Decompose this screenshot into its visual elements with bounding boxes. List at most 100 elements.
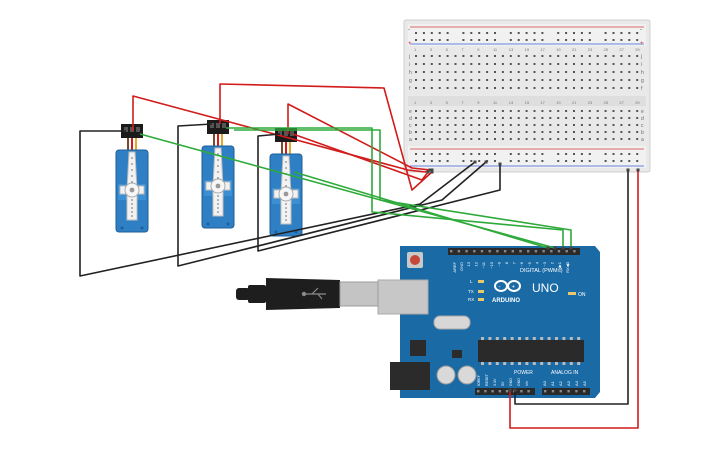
rail-hole[interactable]: [557, 160, 560, 162]
breadboard-hole[interactable]: [430, 71, 433, 73]
breadboard-hole[interactable]: [557, 55, 560, 57]
breadboard-hole[interactable]: [636, 138, 639, 140]
header-hole[interactable]: [573, 250, 576, 253]
breadboard-hole[interactable]: [549, 87, 552, 89]
rail-hole[interactable]: [422, 39, 425, 41]
rail-hole[interactable]: [438, 39, 441, 41]
breadboard-hole[interactable]: [573, 79, 575, 81]
wire-endpoint[interactable]: [473, 160, 477, 164]
breadboard-hole[interactable]: [620, 71, 623, 73]
breadboard-hole[interactable]: [549, 138, 552, 140]
breadboard-hole[interactable]: [565, 117, 568, 119]
breadboard-hole[interactable]: [470, 63, 473, 65]
wire-endpoint[interactable]: [546, 246, 550, 250]
breadboard-hole[interactable]: [628, 55, 631, 57]
breadboard-hole[interactable]: [612, 79, 615, 81]
breadboard-hole[interactable]: [573, 124, 575, 126]
breadboard-hole[interactable]: [533, 138, 536, 140]
breadboard-hole[interactable]: [612, 87, 615, 89]
breadboard-hole[interactable]: [565, 110, 568, 112]
analog-header[interactable]: [542, 388, 590, 395]
breadboard-hole[interactable]: [580, 131, 583, 133]
rail-hole[interactable]: [430, 153, 433, 155]
breadboard-hole[interactable]: [573, 110, 575, 112]
breadboard-hole[interactable]: [494, 79, 496, 81]
breadboard-hole[interactable]: [541, 71, 544, 73]
breadboard-hole[interactable]: [580, 87, 583, 89]
breadboard-hole[interactable]: [430, 124, 433, 126]
header-hole[interactable]: [551, 390, 555, 393]
breadboard-hole[interactable]: [501, 79, 504, 81]
breadboard-hole[interactable]: [430, 87, 433, 89]
breadboard-hole[interactable]: [454, 63, 457, 65]
breadboard-hole[interactable]: [541, 110, 544, 112]
breadboard-hole[interactable]: [596, 117, 599, 119]
breadboard-hole[interactable]: [494, 131, 496, 133]
breadboard-hole[interactable]: [415, 79, 417, 81]
breadboard-hole[interactable]: [612, 117, 615, 119]
rail-hole[interactable]: [580, 39, 583, 41]
breadboard-hole[interactable]: [454, 79, 457, 81]
rail-hole[interactable]: [438, 160, 441, 162]
breadboard-hole[interactable]: [494, 71, 496, 73]
rail-hole[interactable]: [580, 153, 583, 155]
breadboard-hole[interactable]: [565, 124, 568, 126]
breadboard-hole[interactable]: [438, 117, 441, 119]
breadboard-hole[interactable]: [628, 79, 631, 81]
breadboard-hole[interactable]: [628, 124, 631, 126]
rail-hole[interactable]: [612, 160, 615, 162]
breadboard-hole[interactable]: [422, 63, 425, 65]
breadboard-hole[interactable]: [628, 71, 631, 73]
breadboard-hole[interactable]: [533, 124, 536, 126]
wire-endpoint[interactable]: [430, 170, 434, 174]
breadboard-hole[interactable]: [501, 138, 504, 140]
rail-hole[interactable]: [509, 160, 512, 162]
breadboard-hole[interactable]: [517, 138, 520, 140]
breadboard-hole[interactable]: [478, 110, 481, 112]
header-hole[interactable]: [542, 250, 545, 253]
breadboard-hole[interactable]: [415, 110, 417, 112]
breadboard-hole[interactable]: [604, 110, 607, 112]
breadboard-hole[interactable]: [430, 79, 433, 81]
breadboard-hole[interactable]: [470, 131, 473, 133]
wire-endpoint[interactable]: [498, 162, 502, 166]
breadboard-hole[interactable]: [620, 79, 623, 81]
rail-hole[interactable]: [415, 39, 417, 41]
breadboard-hole[interactable]: [430, 110, 433, 112]
wire-endpoint[interactable]: [561, 246, 565, 250]
breadboard-hole[interactable]: [636, 71, 639, 73]
breadboard-hole[interactable]: [415, 117, 417, 119]
rail-hole[interactable]: [604, 32, 607, 34]
breadboard-hole[interactable]: [525, 131, 528, 133]
breadboard-hole[interactable]: [517, 71, 520, 73]
breadboard-hole[interactable]: [422, 131, 425, 133]
breadboard-hole[interactable]: [628, 110, 631, 112]
breadboard-hole[interactable]: [501, 131, 504, 133]
breadboard-hole[interactable]: [478, 79, 481, 81]
rail-hole[interactable]: [470, 160, 473, 162]
breadboard-hole[interactable]: [612, 55, 615, 57]
breadboard-hole[interactable]: [636, 110, 639, 112]
breadboard-hole[interactable]: [604, 87, 607, 89]
rail-hole[interactable]: [628, 160, 631, 162]
rail-hole[interactable]: [620, 32, 623, 34]
breadboard-hole[interactable]: [494, 63, 496, 65]
breadboard-hole[interactable]: [446, 63, 449, 65]
breadboard-hole[interactable]: [596, 55, 599, 57]
rail-hole[interactable]: [478, 32, 481, 34]
breadboard-hole[interactable]: [580, 124, 583, 126]
rail-hole[interactable]: [462, 160, 465, 162]
breadboard-hole[interactable]: [509, 71, 512, 73]
breadboard-hole[interactable]: [549, 117, 552, 119]
breadboard-hole[interactable]: [612, 138, 615, 140]
breadboard-hole[interactable]: [588, 138, 591, 140]
header-hole[interactable]: [557, 250, 561, 253]
breadboard-hole[interactable]: [438, 55, 441, 57]
rail-hole[interactable]: [422, 32, 425, 34]
breadboard-hole[interactable]: [557, 110, 560, 112]
breadboard-hole[interactable]: [541, 63, 544, 65]
breadboard-hole[interactable]: [596, 63, 599, 65]
rail-hole[interactable]: [557, 32, 560, 34]
header-hole[interactable]: [473, 250, 476, 253]
breadboard-hole[interactable]: [549, 55, 552, 57]
